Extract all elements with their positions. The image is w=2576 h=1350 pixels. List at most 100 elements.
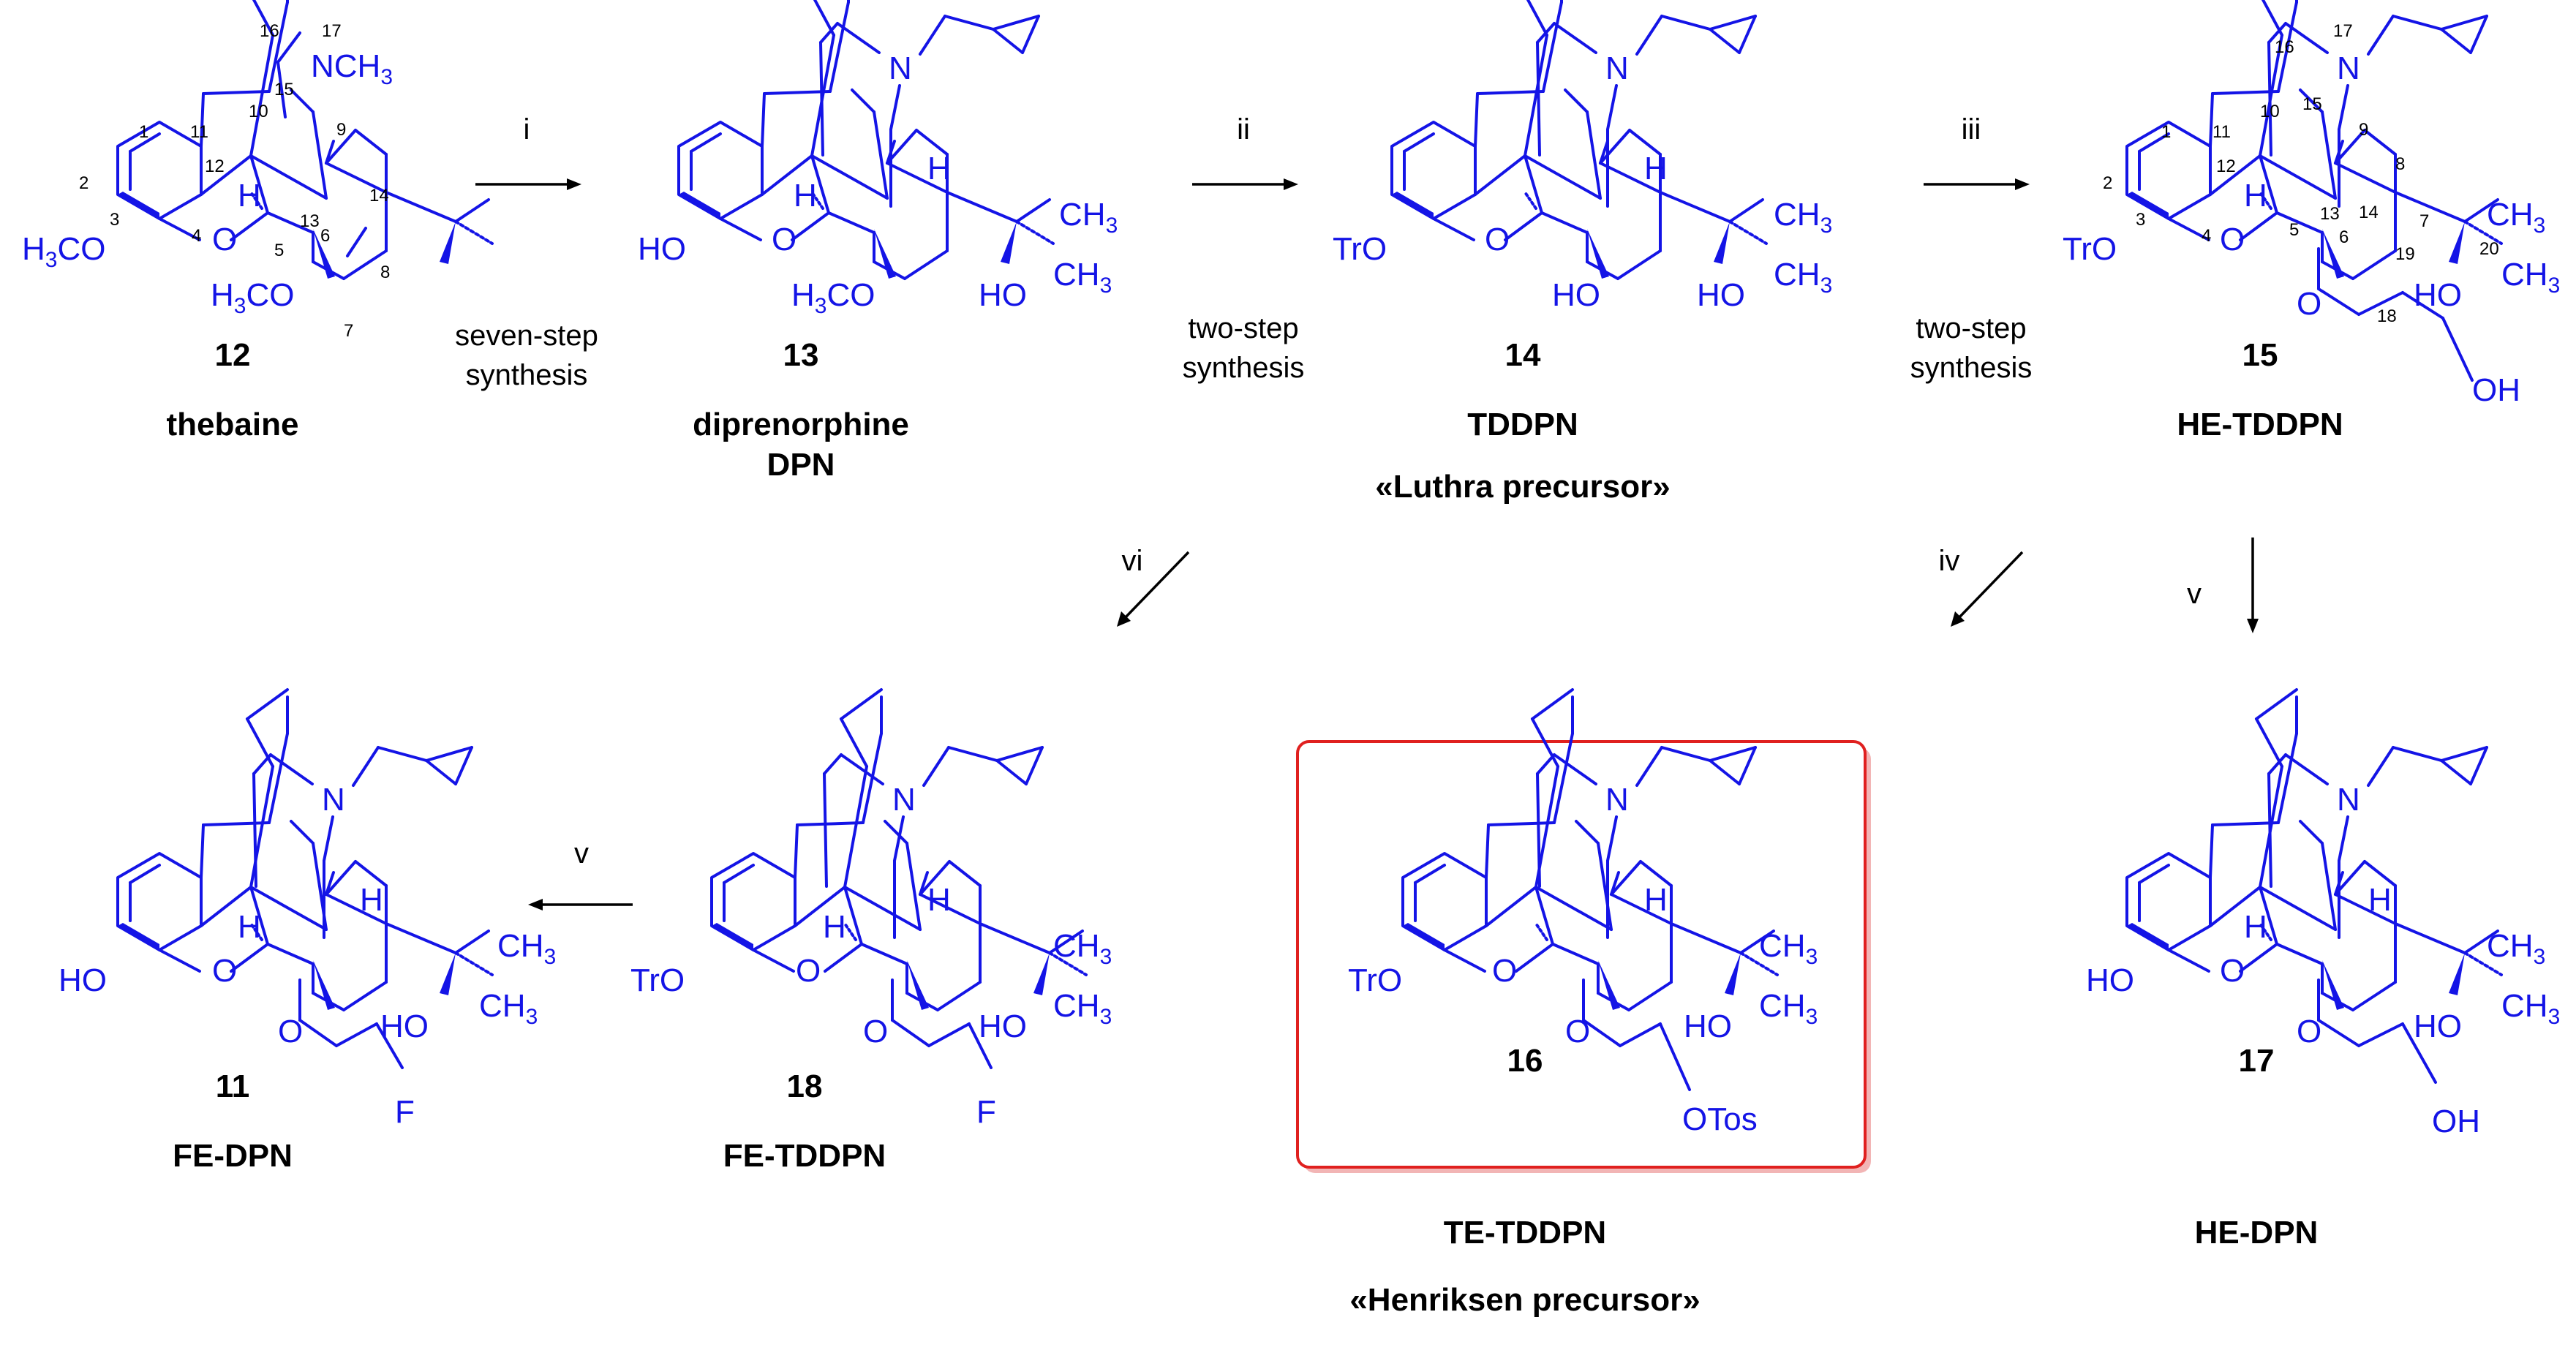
bond-15 <box>276 31 301 64</box>
bond-16 <box>276 61 287 118</box>
atom-number-13: 13 <box>2320 204 2340 224</box>
atom-number-10: 10 <box>249 102 268 121</box>
compound-name-thebaine: thebaine <box>167 407 299 442</box>
arrow-ii-cond-2: synthesis <box>1183 352 1305 384</box>
ho-label: HO <box>2086 962 2134 998</box>
atom-number-2: 2 <box>2103 173 2112 193</box>
fluorine-label: F <box>976 1094 996 1130</box>
atom-number-5: 5 <box>274 241 284 260</box>
arrow-v-down-label: v <box>2187 578 2202 610</box>
ether-o-label: O <box>772 222 796 257</box>
atom-number-19: 19 <box>2395 244 2415 264</box>
h-5-label: H <box>2244 909 2267 945</box>
luthra-precursor-label: «Luthra precursor» <box>1375 469 1670 505</box>
n-label: N <box>2337 50 2360 86</box>
compound-name-he-tddpn: HE-TDDPN <box>2177 407 2343 442</box>
arrow-v-left-label: v <box>574 837 589 870</box>
compound-id-12: 12 <box>215 337 251 373</box>
compound-id-16: 16 <box>1507 1043 1543 1079</box>
atom-number-7: 7 <box>2419 211 2429 231</box>
methoxy-label: H3CO <box>791 277 875 318</box>
arrow-ii: ii two-step synthesis <box>1183 113 1305 384</box>
arrow-iii-cond-2: synthesis <box>1910 352 2033 384</box>
compound-17: N HO O H H O CH3 CH3 HO OH 17 HE-DPN <box>2086 688 2560 1251</box>
arrow-vi-label: vi <box>1122 545 1143 577</box>
atom-number-17: 17 <box>2333 21 2353 41</box>
atom-number-4: 4 <box>192 226 201 246</box>
ch3-b-label: CH3 <box>1774 257 1832 298</box>
atom-number-14: 14 <box>369 186 389 205</box>
h-5-label: H <box>238 909 261 945</box>
compound-name-tddpn: TDDPN <box>1467 407 1578 442</box>
n-label: N <box>2337 782 2360 818</box>
atom-number-9: 9 <box>2359 120 2368 140</box>
atom-number-7: 7 <box>344 321 353 341</box>
atom-number-3: 3 <box>2136 210 2145 230</box>
compound-18: N TrO O H H O CH3 CH3 HO F 18 FE-TDDPN <box>630 688 1112 1174</box>
arrow-i: i seven-step synthesis <box>455 113 598 391</box>
atom-number-8: 8 <box>380 263 390 282</box>
o-6-label: O <box>863 1014 888 1049</box>
atom-number-17: 17 <box>322 21 342 41</box>
compound-id-13: 13 <box>783 337 819 373</box>
ether-o-label: O <box>212 222 237 257</box>
atom-number-12: 12 <box>2216 157 2236 176</box>
skeleton-12 <box>116 0 494 280</box>
ether-o-label: O <box>796 953 821 989</box>
compound-name-fe-dpn: FE-DPN <box>173 1138 293 1174</box>
atom-number-1: 1 <box>139 122 148 142</box>
atom-number-9: 9 <box>336 120 346 140</box>
atom-number-13: 13 <box>300 211 320 231</box>
compound-15: N TrO O H O CH3 CH3 HO OH 1 2 3 4 5 6 7 … <box>2063 0 2560 442</box>
atom-number-11: 11 <box>2212 122 2231 142</box>
ch3-a-label: CH3 <box>1774 197 1832 238</box>
atom-number-15: 15 <box>2302 94 2322 114</box>
atom-number-5: 5 <box>2289 220 2299 240</box>
oh-label: HO <box>979 1008 1027 1044</box>
arrow-i-cond-2: synthesis <box>466 359 588 391</box>
oh-label: HO <box>979 277 1027 313</box>
atom-number-14: 14 <box>2359 203 2379 222</box>
ch3-a-label: CH3 <box>1759 928 1818 969</box>
compound-id-15: 15 <box>2242 337 2278 373</box>
o-6-label: O <box>2297 286 2321 322</box>
atom-number-1: 1 <box>2161 122 2171 142</box>
ch3-b-label: CH3 <box>2501 257 2560 298</box>
h-5-label: H <box>794 178 817 214</box>
atom-number-20: 20 <box>2479 239 2499 259</box>
atom-number-12: 12 <box>205 157 225 176</box>
compound-id-18: 18 <box>787 1068 823 1104</box>
ether-o-label: O <box>1485 222 1510 257</box>
ho-label: HO <box>59 962 107 998</box>
atom-number-16: 16 <box>260 21 279 41</box>
ch3-a-label: CH3 <box>1053 928 1112 969</box>
compound-name-diprenorphine: diprenorphine <box>693 407 909 442</box>
arrow-ii-cond-1: two-step <box>1188 312 1298 344</box>
bond-8 <box>346 227 367 257</box>
h-14-label: H <box>2368 882 2392 918</box>
atom-number-6: 6 <box>2339 227 2349 247</box>
atom-number-8: 8 <box>2395 154 2405 174</box>
atom-number-6: 6 <box>320 226 330 246</box>
compound-16: N TrO O H O CH3 CH3 HO OTos 16 TE-TDDPN … <box>1296 688 1871 1318</box>
arrow-iii-cond-1: two-step <box>1916 312 2026 344</box>
methoxy-3-label: H3CO <box>22 231 105 272</box>
ether-o-label: O <box>212 953 237 989</box>
ether-o-label: O <box>1492 953 1517 989</box>
oh-label: HO <box>1684 1008 1732 1044</box>
compound-name-he-dpn: HE-DPN <box>2195 1215 2319 1251</box>
compound-12: NCH3 H3CO H3CO O H 1 2 3 4 5 6 7 8 9 10 … <box>22 0 494 442</box>
atom-number-2: 2 <box>79 173 88 193</box>
tosylate-label: OTos <box>1682 1101 1758 1137</box>
compound-14: N TrO O H HO CH3 CH3 HO 14 TDDPN «Luthra… <box>1333 0 1832 505</box>
ch3-a-label: CH3 <box>1059 197 1118 238</box>
compound-13: N HO O H H H3CO CH3 CH3 HO 13 diprenorph… <box>638 0 1118 483</box>
ch3-a-label: CH3 <box>2487 928 2545 969</box>
tro-label: TrO <box>2063 231 2117 267</box>
compound-id-14: 14 <box>1505 337 1541 373</box>
oh-label: HO <box>380 1008 429 1044</box>
compound-id-11: 11 <box>216 1068 250 1104</box>
h-14-label: H <box>927 882 951 918</box>
arrow-v-down: v <box>2187 538 2259 633</box>
atom-number-3: 3 <box>110 210 119 230</box>
